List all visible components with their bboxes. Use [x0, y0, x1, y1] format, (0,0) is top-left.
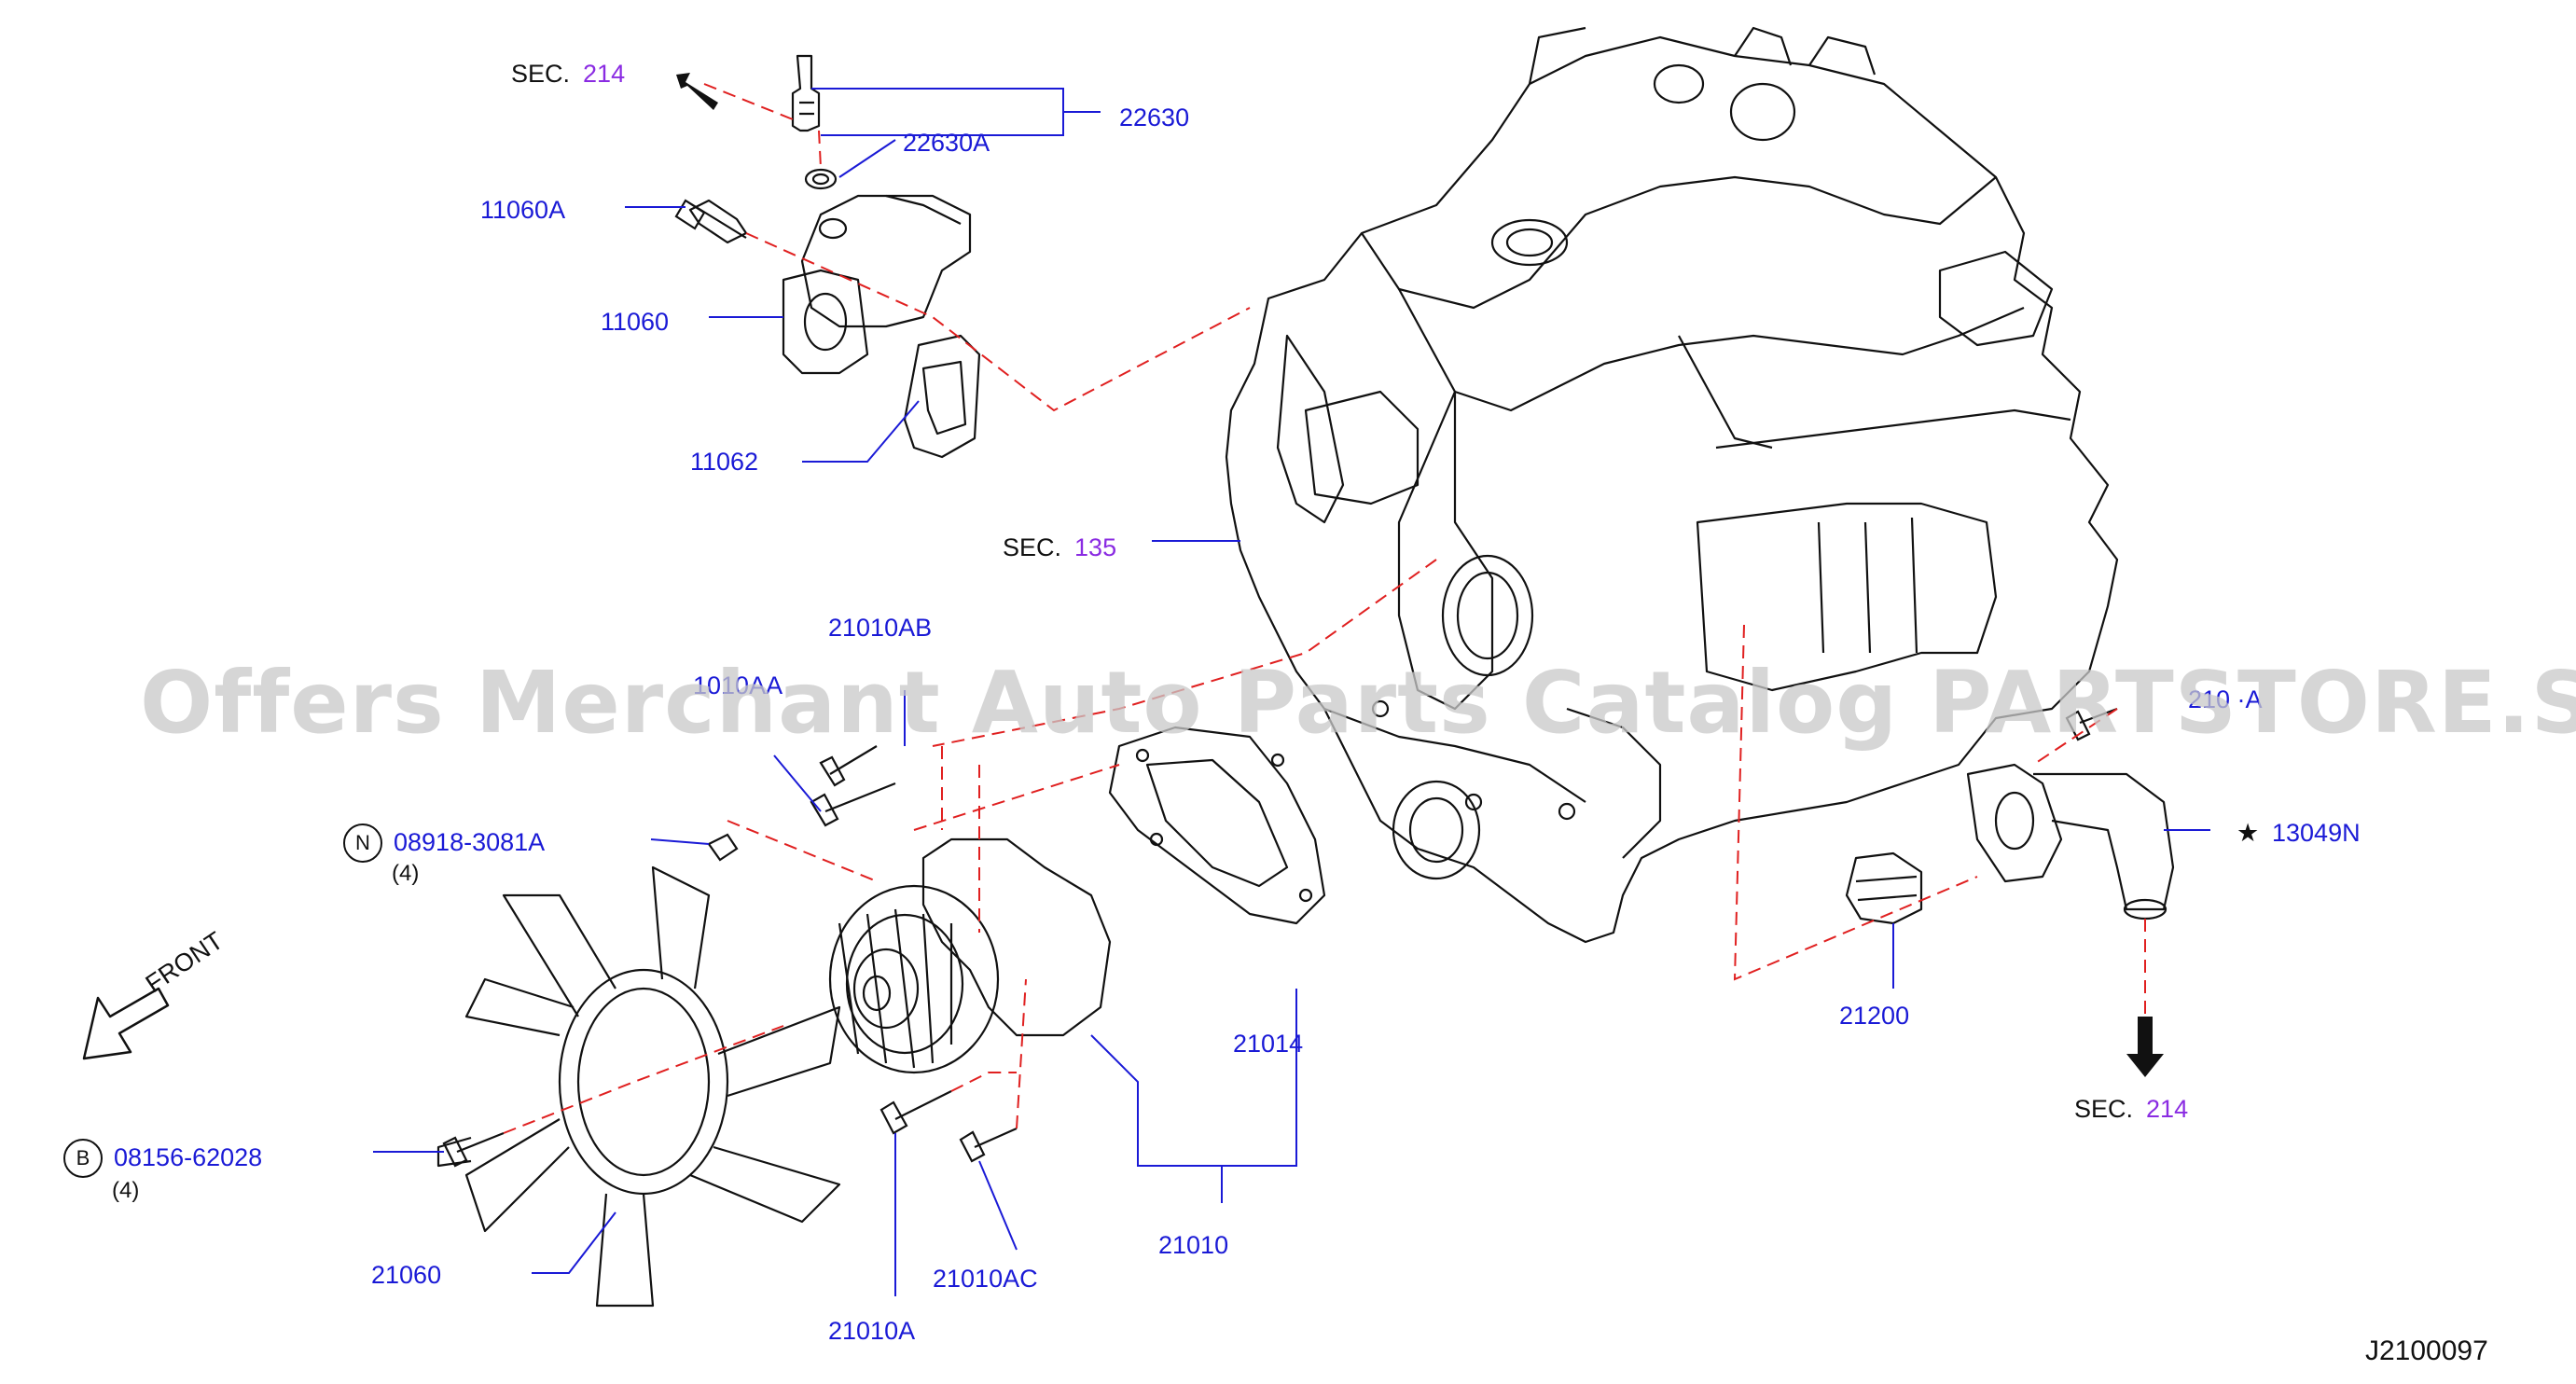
bolt-marker: B — [63, 1139, 103, 1178]
part-13049N[interactable]: 13049N — [2272, 819, 2361, 847]
part-22630A[interactable]: 22630A — [903, 129, 990, 157]
section-number: 214 — [583, 60, 626, 88]
part-22630[interactable]: 22630 — [1119, 104, 1190, 131]
watermark: Offers Merchant Auto Parts Catalog PARTS… — [140, 653, 2576, 753]
bolt-illustrations — [442, 199, 2118, 1168]
alignment-dashed-lines — [503, 83, 2146, 1134]
part-21010A[interactable]: 21010A — [828, 1317, 916, 1345]
part-11060A[interactable]: 11060A — [480, 196, 566, 224]
section-ref-engine[interactable]: SEC. 135 — [1003, 533, 1116, 561]
part-21060[interactable]: 21060 — [371, 1261, 442, 1289]
section-arrows — [676, 73, 2164, 1077]
part-21010AC[interactable]: 21010AC — [933, 1265, 1038, 1293]
part-21010AB[interactable]: 21010AB — [828, 614, 933, 642]
part-21200[interactable]: 21200 — [1839, 1002, 1910, 1030]
nut-marker: N — [343, 823, 382, 863]
part-08918-3081A[interactable]: 08918-3081A — [394, 828, 546, 856]
part-08156-62028[interactable]: 08156-62028 — [114, 1143, 263, 1171]
engine-block-illustration — [1225, 26, 2119, 944]
section-number: 214 — [2146, 1095, 2189, 1123]
part-21010AA[interactable]: 1010AA — [693, 671, 783, 699]
thermo-housing-illustration — [688, 54, 981, 459]
section-ref-bottom-right[interactable]: SEC. 214 — [2074, 1095, 2188, 1123]
front-arrow — [82, 987, 170, 1060]
part-11060[interactable]: 11060 — [601, 308, 670, 336]
qty-bolt: (4) — [112, 1178, 140, 1203]
water-pump-illustration — [828, 726, 1326, 1074]
callout-leader-lines — [373, 88, 2210, 1296]
part-21014[interactable]: 21014 — [1233, 1030, 1304, 1058]
fan-illustration — [436, 865, 841, 1308]
section-number: 135 — [1074, 533, 1117, 561]
diagram-id: J2100097 — [2365, 1336, 2488, 1366]
part-11062[interactable]: 11062 — [690, 448, 759, 476]
section-prefix: SEC. — [2074, 1095, 2134, 1123]
section-prefix: SEC. — [511, 60, 571, 88]
part-21010[interactable]: 21010 — [1158, 1231, 1229, 1259]
outlet-pipe-illustration — [1845, 763, 2175, 925]
star-marker: ★ — [2237, 819, 2260, 847]
section-ref-top[interactable]: SEC. 214 — [511, 60, 625, 88]
part-2101xA[interactable]: 210 ·A — [2188, 685, 2263, 713]
qty-nut: (4) — [392, 861, 420, 886]
section-prefix: SEC. — [1003, 533, 1062, 561]
